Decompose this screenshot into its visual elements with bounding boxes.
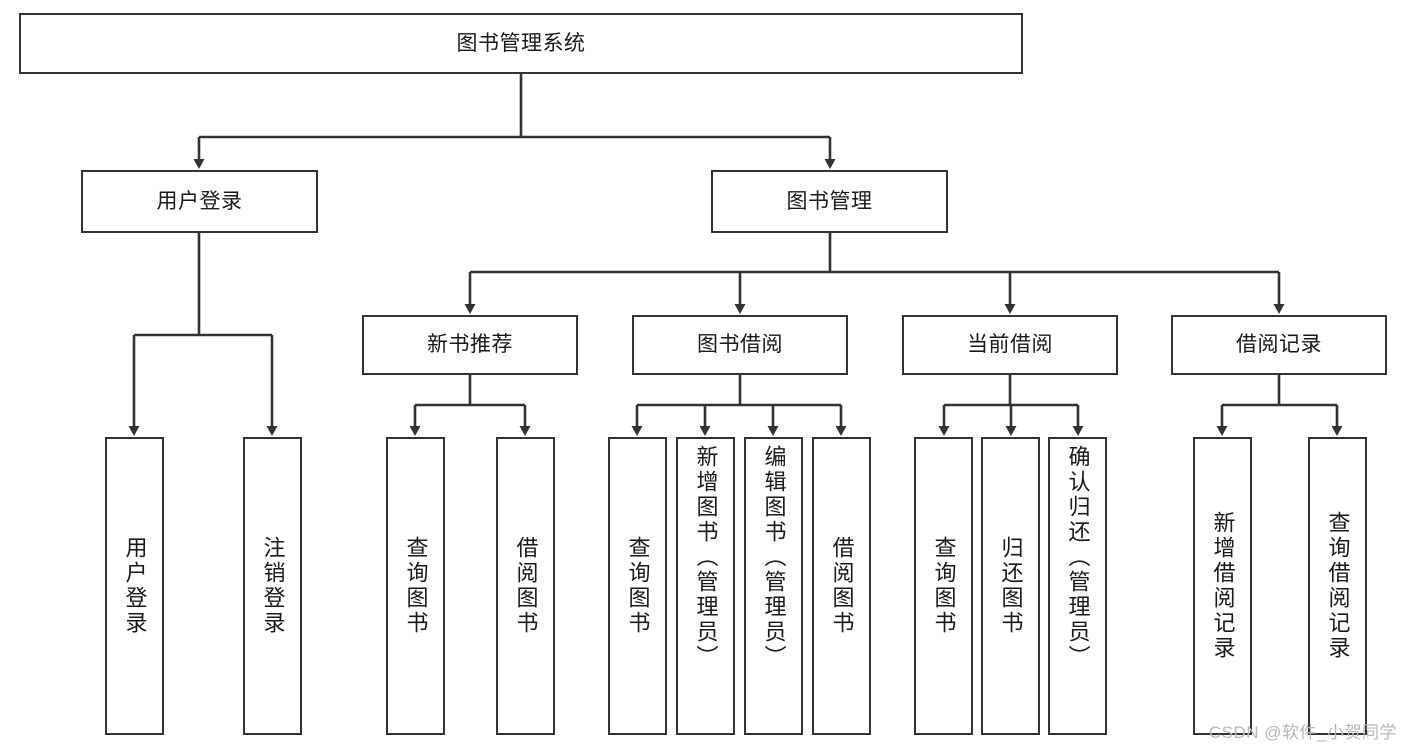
node-leaf-query-record[interactable]: 查询借阅记录	[1308, 437, 1367, 735]
node-leaf-borrow-book-1[interactable]: 借阅图书	[496, 437, 555, 735]
node-book-management-label: 图书管理	[786, 189, 873, 213]
node-borrow-record-label: 借阅记录	[1236, 333, 1322, 357]
node-user-login-label: 用户登录	[156, 189, 243, 213]
node-leaf-add-record[interactable]: 新增借阅记录	[1193, 437, 1252, 735]
node-book-management[interactable]: 图书管理	[711, 170, 948, 233]
node-book-borrow-label: 图书借阅	[697, 333, 783, 357]
node-current-borrow-label: 当前借阅	[967, 333, 1053, 357]
node-leaf-query-book-3-label: 查询图书	[931, 536, 957, 636]
node-new-book-recommend-label: 新书推荐	[427, 333, 513, 357]
node-leaf-borrow-book-2[interactable]: 借阅图书	[812, 437, 871, 735]
node-leaf-confirm-return[interactable]: 确认归还（管理员）	[1048, 437, 1107, 735]
node-borrow-record[interactable]: 借阅记录	[1171, 315, 1387, 375]
node-leaf-logout-login[interactable]: 注销登录	[243, 437, 302, 735]
node-leaf-user-login[interactable]: 用户登录	[105, 437, 164, 735]
node-leaf-borrow-book-2-label: 借阅图书	[829, 536, 855, 636]
node-leaf-add-book[interactable]: 新增图书（管理员）	[676, 437, 735, 735]
node-leaf-logout-login-label: 注销登录	[260, 536, 286, 636]
node-leaf-return-book[interactable]: 归还图书	[981, 437, 1040, 735]
node-leaf-query-book-3[interactable]: 查询图书	[914, 437, 973, 735]
node-root[interactable]: 图书管理系统	[19, 13, 1023, 74]
node-leaf-edit-book-label: 编辑图书（管理员）	[761, 445, 787, 670]
node-current-borrow[interactable]: 当前借阅	[902, 315, 1118, 375]
node-leaf-add-record-label: 新增借阅记录	[1210, 511, 1236, 661]
node-leaf-add-book-label: 新增图书（管理员）	[693, 445, 719, 670]
node-leaf-query-book-1-label: 查询图书	[403, 536, 429, 636]
node-leaf-confirm-return-label: 确认归还（管理员）	[1065, 445, 1091, 670]
node-book-borrow[interactable]: 图书借阅	[632, 315, 848, 375]
node-new-book-recommend[interactable]: 新书推荐	[362, 315, 578, 375]
node-leaf-return-book-label: 归还图书	[998, 536, 1024, 636]
node-leaf-user-login-label: 用户登录	[122, 536, 148, 636]
node-leaf-edit-book[interactable]: 编辑图书（管理员）	[744, 437, 803, 735]
node-root-label: 图书管理系统	[456, 31, 586, 55]
node-leaf-query-book-1[interactable]: 查询图书	[386, 437, 445, 735]
node-leaf-borrow-book-1-label: 借阅图书	[513, 536, 539, 636]
node-leaf-query-record-label: 查询借阅记录	[1325, 511, 1351, 661]
node-leaf-query-book-2-label: 查询图书	[625, 536, 651, 636]
node-leaf-query-book-2[interactable]: 查询图书	[608, 437, 667, 735]
node-user-login[interactable]: 用户登录	[81, 170, 318, 233]
csdn-watermark: CSDN @软件_小贺同学	[1208, 723, 1397, 742]
